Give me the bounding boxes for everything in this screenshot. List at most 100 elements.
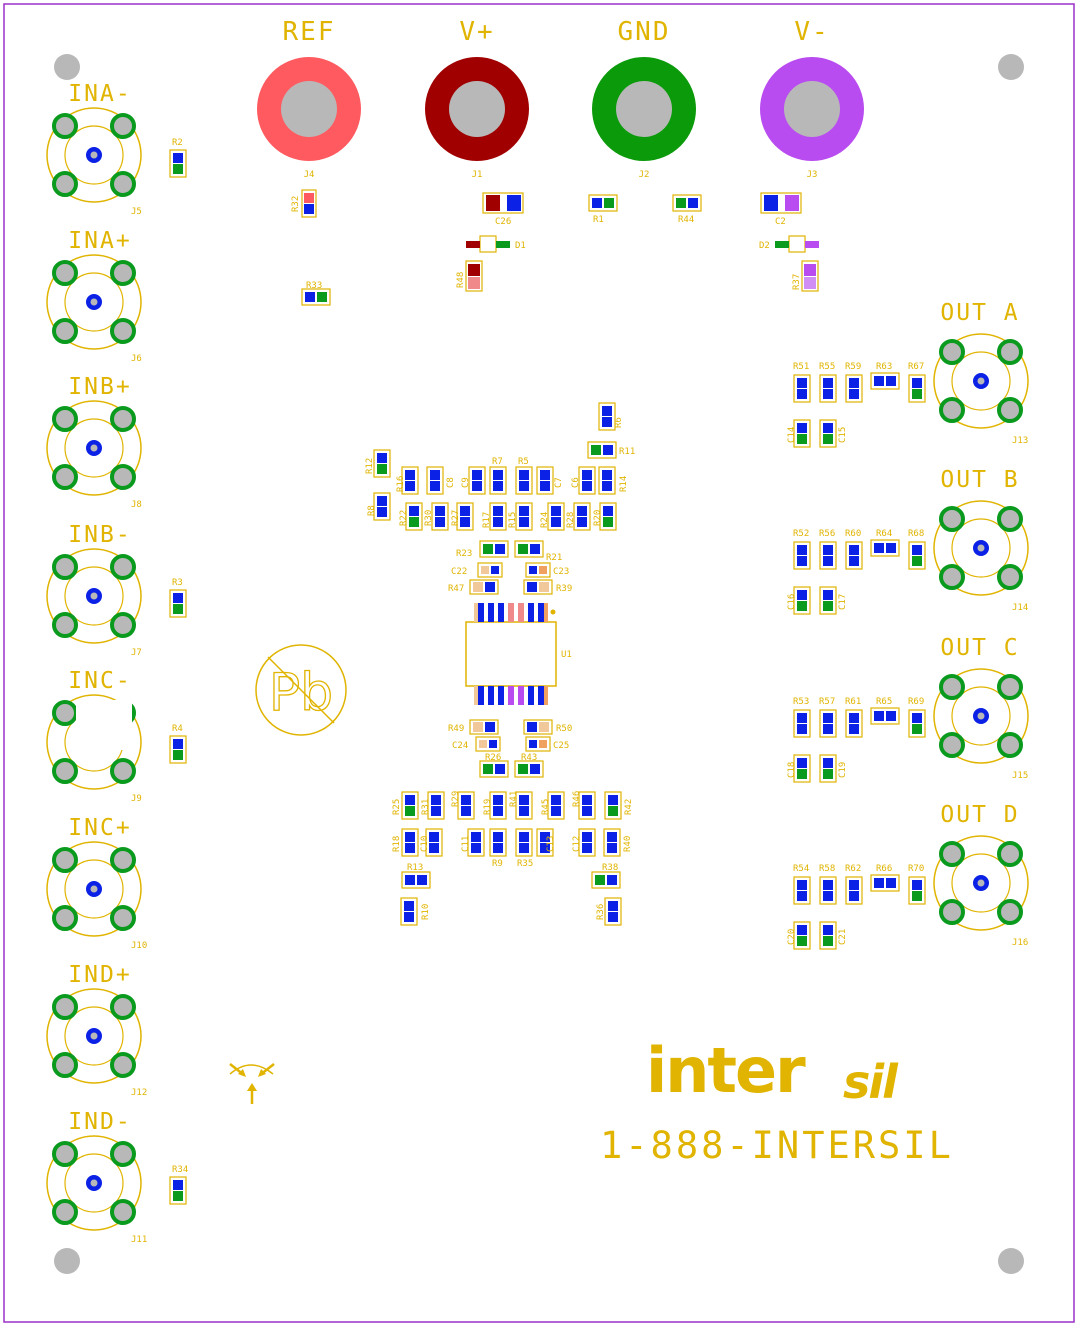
jack-ref: J8	[131, 500, 142, 510]
power-jack-label: V+	[459, 17, 494, 47]
smd-r56	[819, 541, 837, 570]
jack-ref: J6	[131, 354, 142, 364]
part-label: R59	[845, 362, 861, 372]
smd-c23	[525, 562, 551, 578]
part-label: R26	[485, 753, 501, 763]
smd-c21	[819, 921, 837, 950]
part-label: R10	[421, 904, 431, 920]
output-label: OUT B	[940, 467, 1019, 493]
part-label: R63	[876, 362, 892, 372]
part-label: R13	[407, 863, 423, 873]
coax-connector-j15	[932, 667, 1030, 765]
input-label: IND-	[68, 1109, 131, 1135]
part-label: C19	[838, 762, 848, 778]
ic-pin	[478, 686, 484, 705]
banana-jack-j2[interactable]	[592, 57, 696, 161]
part-label: R15	[508, 512, 518, 528]
part-label: R52	[793, 529, 809, 539]
part-label: R38	[602, 863, 618, 873]
part-label: R42	[624, 799, 634, 815]
logo-inter: inter	[646, 1034, 806, 1107]
part-label: R44	[678, 215, 694, 225]
part-label: R35	[517, 859, 533, 869]
smd-r40	[603, 828, 621, 857]
part-label: C17	[838, 594, 848, 610]
part-label: R23	[456, 549, 472, 559]
input-label: INB+	[68, 374, 131, 400]
smd-r39	[523, 579, 553, 595]
smd-r64	[870, 539, 900, 557]
smd-r12	[373, 449, 391, 478]
smd-r6	[598, 402, 616, 431]
part-label: R40	[623, 836, 633, 852]
banana-jack-j3[interactable]	[760, 57, 864, 161]
part-label: R43	[521, 753, 537, 763]
part-label: R12	[365, 458, 375, 474]
power-jack-label: V-	[794, 17, 829, 47]
smd-r15	[515, 502, 533, 531]
ic-pin	[498, 686, 504, 705]
part-label: C22	[451, 567, 467, 577]
smd-r54	[793, 876, 811, 905]
input-label: INA+	[68, 228, 131, 254]
part-label: C25	[553, 741, 569, 751]
smd-r9	[489, 828, 507, 857]
smd-r69	[908, 709, 926, 738]
part-label: R50	[556, 724, 572, 734]
jack-ref: J7	[131, 648, 142, 658]
smd-r50	[523, 719, 553, 735]
smd-r35	[515, 828, 533, 857]
part-label: C10	[420, 836, 430, 852]
resistor-r3	[169, 589, 187, 618]
smd-r47	[469, 579, 499, 595]
part-label: D1	[515, 241, 526, 251]
part-label: R5	[518, 457, 529, 467]
smd-r65	[870, 707, 900, 725]
smd-r5	[515, 466, 533, 495]
part-label: R66	[876, 864, 892, 874]
smd-r43	[514, 760, 544, 778]
smd-r42	[604, 791, 622, 820]
jack-ref: J3	[807, 170, 818, 180]
ic-pin	[528, 603, 534, 622]
logo-sil: sil	[843, 1055, 899, 1109]
part-label: R45	[541, 799, 551, 815]
smd-r23	[479, 540, 509, 558]
banana-jack-j4[interactable]	[257, 57, 361, 161]
part-label: R8	[367, 505, 377, 516]
part-label: R16	[396, 476, 406, 492]
part-label: R60	[845, 529, 861, 539]
smd-r51	[793, 374, 811, 403]
jack-ref: J12	[131, 1088, 147, 1098]
smd-r30	[431, 502, 449, 531]
part-label: R25	[392, 799, 402, 815]
coax-connector-j6	[45, 253, 143, 351]
part-label: R64	[876, 529, 892, 539]
part-label: C6	[571, 477, 581, 488]
smd-c17	[819, 586, 837, 615]
part-label: R32	[291, 196, 301, 212]
output-label: OUT A	[940, 300, 1019, 326]
part-label: C11	[461, 836, 471, 852]
mounting-hole	[998, 54, 1024, 80]
coax-connector-j10	[45, 840, 143, 938]
smd-r13	[401, 871, 431, 889]
ic-pin	[518, 686, 524, 705]
coax-connector-j14	[932, 499, 1030, 597]
banana-jack-j1[interactable]	[425, 57, 529, 161]
part-label: R69	[908, 697, 924, 707]
part-label: R51	[793, 362, 809, 372]
input-label: INC-	[68, 668, 131, 694]
board-outline	[3, 3, 1075, 1323]
part-label: C20	[787, 929, 797, 945]
input-label: IND+	[68, 962, 131, 988]
smd-r63	[870, 372, 900, 390]
resistor-r34	[169, 1176, 187, 1205]
smd-r55	[819, 374, 837, 403]
jack-ref: J14	[1012, 603, 1028, 613]
smd-c24	[475, 736, 501, 752]
smd-r7	[489, 466, 507, 495]
smd-r36	[604, 897, 622, 926]
